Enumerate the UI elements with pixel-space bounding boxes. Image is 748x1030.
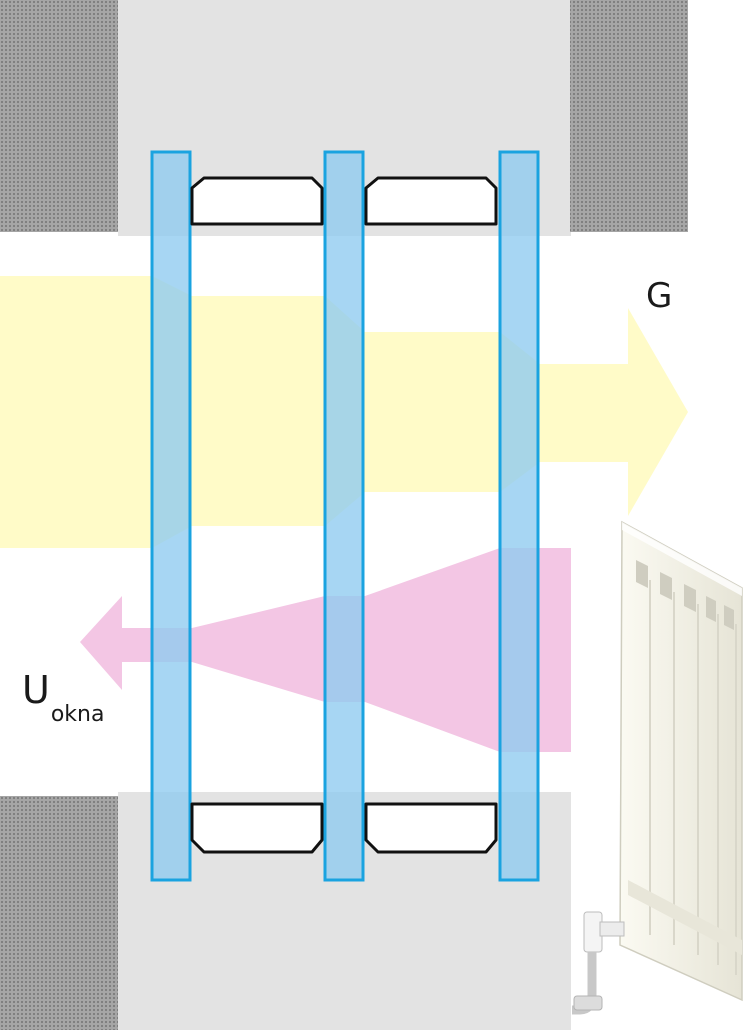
glass-pane-outer	[150, 150, 192, 882]
spacer-top-left	[190, 176, 324, 226]
spacer-top-right	[364, 176, 498, 226]
glazing	[150, 150, 540, 882]
solar-gain-label: G	[646, 276, 673, 316]
spacer-bottom-left	[190, 802, 324, 854]
glass-pane-middle	[323, 150, 365, 882]
top-wall-left-masonry	[0, 0, 122, 232]
radiator-icon	[572, 520, 743, 1015]
heat-loss-label-subscript: okna	[50, 702, 105, 727]
spacers	[190, 176, 498, 854]
heat-loss-label-main: U	[22, 668, 50, 712]
top-wall-right-masonry	[570, 0, 688, 232]
glass-pane-inner	[498, 150, 540, 882]
bottom-wall-left-masonry	[0, 796, 122, 1030]
spacer-bottom-right	[364, 802, 498, 854]
heat-loss-label: Uokna	[22, 668, 104, 727]
